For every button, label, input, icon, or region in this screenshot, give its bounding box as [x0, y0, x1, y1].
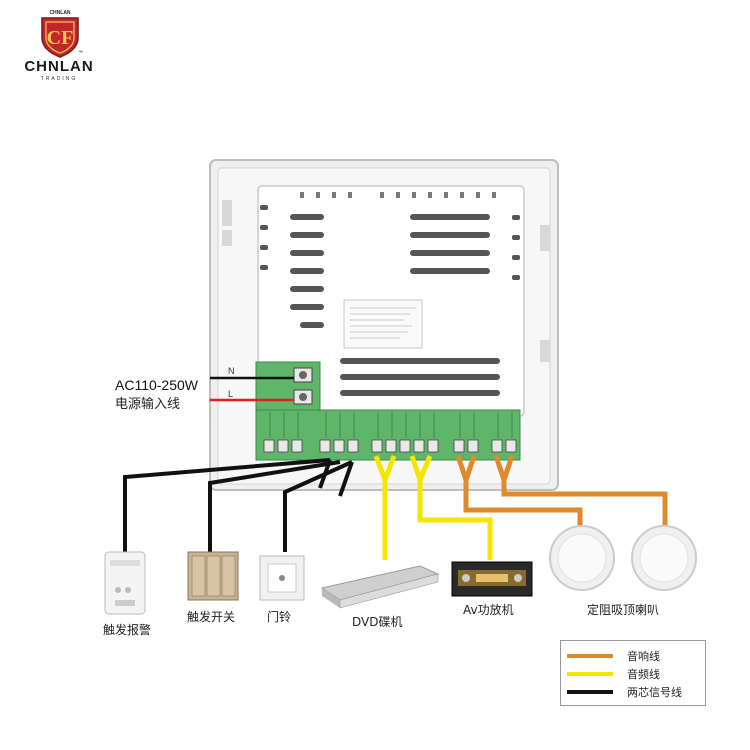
- dvd-label: DVD碟机: [352, 615, 403, 629]
- mount-clip: [540, 340, 550, 362]
- legend-label: 音响线: [627, 650, 660, 663]
- switch-label: 触发开关: [187, 610, 236, 624]
- alarm-label: 触发报警: [103, 623, 152, 637]
- signal-wires: [123, 458, 354, 552]
- brand-name: CHNLAN: [24, 58, 94, 75]
- terminal-dividers: [269, 412, 513, 438]
- speakers-label: 定阻吸顶喇叭: [587, 603, 660, 617]
- amp-label: Av功放机: [463, 603, 514, 617]
- switch-device: [187, 551, 239, 601]
- trademark-symbol: ™: [78, 50, 83, 56]
- dvd-player: [320, 565, 440, 609]
- brand-subtitle: TRADING: [40, 76, 78, 82]
- power-voltage-label: AC110-250W: [115, 377, 199, 393]
- mount-clip: [222, 200, 232, 226]
- logo-mark: CF: [47, 27, 74, 49]
- wire-legend: 音响线 音频线 两芯信号线: [560, 640, 706, 706]
- legend-item-signal-wire: 两芯信号线: [567, 685, 682, 699]
- brand-logo: CF: [41, 17, 79, 58]
- audio-wires: [373, 455, 493, 560]
- av-amplifier: [451, 561, 533, 597]
- legend-label: 两芯信号线: [627, 686, 682, 699]
- mount-clip: [222, 230, 232, 246]
- legend-swatch: [567, 690, 613, 694]
- legend-swatch: [567, 672, 613, 676]
- legend-item-audio-wire: 音频线: [567, 667, 660, 681]
- logo-small-text: CHNLAN: [49, 10, 71, 16]
- live-label: L: [228, 389, 233, 399]
- neutral-label: N: [228, 366, 235, 376]
- legend-swatch: [567, 654, 613, 658]
- doorbell-device: [259, 555, 305, 601]
- terminal-screws: [263, 439, 517, 453]
- top-notches: [300, 192, 496, 198]
- terminal-strip: [255, 409, 521, 461]
- spec-label-lines: [350, 307, 416, 339]
- spec-label: [343, 299, 423, 349]
- ceiling-speaker-2: [631, 525, 697, 591]
- legend-label: 音频线: [627, 668, 660, 681]
- speaker-wires: [455, 455, 668, 540]
- alarm-device: [104, 551, 146, 615]
- mount-clip: [540, 225, 550, 251]
- legend-item-speaker-wire: 音响线: [567, 649, 660, 663]
- doorbell-label: 门铃: [267, 610, 292, 624]
- vent-slots: [260, 205, 520, 396]
- ceiling-speaker-1: [549, 525, 615, 591]
- power-input-label: 电源输入线: [115, 397, 181, 412]
